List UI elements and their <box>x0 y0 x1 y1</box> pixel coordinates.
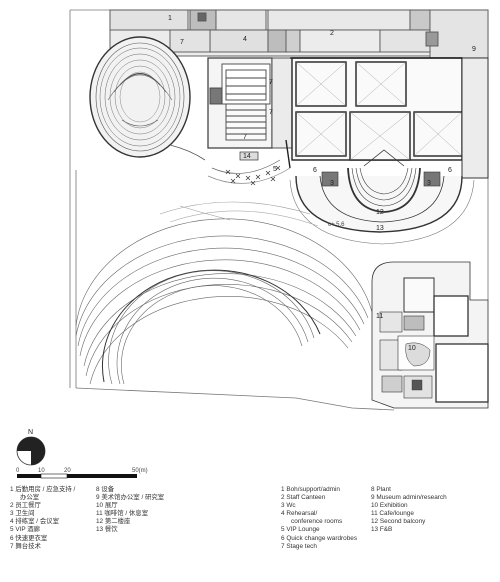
legend-cn-col1-item: 3 卫生间 <box>10 510 35 518</box>
legend-en-col2-item: 8 Plant <box>371 486 391 493</box>
north-arrow: N <box>16 429 46 466</box>
legend-en-col2-item: 13 F&B <box>371 526 393 534</box>
legend-cn-col1-item: 6 快速更衣室 <box>10 534 48 542</box>
scale-tick-50: 50(m) <box>132 468 148 474</box>
legend-en-col2-item: 12 Second balcony <box>371 518 426 526</box>
room-number-4: 4 <box>243 36 247 43</box>
scale-tick-20: 20 <box>64 468 71 474</box>
legend-en-col1-item: 6 Quick change wardrobes <box>281 534 358 542</box>
room-number-3-b: 3 <box>427 180 431 187</box>
legend-cn-col1-item: 4 排练室 / 会议室 <box>10 518 59 526</box>
room-numbers: 1 2 4 7 7 7 7 9 14 5 6 6 3 3 12 13 11 10… <box>168 15 476 352</box>
curved-ramp <box>75 201 373 385</box>
scale-tick-10: 10 <box>38 468 45 474</box>
legend-en-col1-item: 1 Boh/support/admin <box>281 486 340 493</box>
main-auditorium <box>89 36 206 161</box>
room-number-7-d: 7 <box>243 134 247 141</box>
legend-cn-col2-item: 11 咖啡馆 / 休息室 <box>96 510 149 518</box>
legend-en-col1-item: 2 Staff Canteen <box>281 494 326 502</box>
plant-roof-blocks <box>291 57 489 179</box>
room-number-10: 10 <box>408 345 416 352</box>
legend-en-col2-item: 11 Cafe/lounge <box>371 510 414 518</box>
room-number-7-c: 7 <box>269 109 273 116</box>
room-number-3-a: 3 <box>330 180 334 187</box>
legend-cn-col2-item: 12 第二楼座 <box>96 518 131 526</box>
scale-tick-0: 0 <box>16 468 20 474</box>
legend-cn-col2-item: 9 美术馆办公室 / 研究室 <box>96 494 165 502</box>
legend-cn-col2-item: 8 设备 <box>96 486 115 493</box>
legend-cn-col2-item: 13 餐饮 <box>96 526 118 534</box>
room-number-1: 1 <box>168 15 172 22</box>
legend-en-col2-item: 9 Museum admin/research <box>371 494 447 502</box>
legend-en-col1-item: 5 VIP Lounge <box>281 526 320 534</box>
room-number-7-b: 7 <box>269 79 273 86</box>
room-number-14: 14 <box>243 153 251 160</box>
room-number-13: 13 <box>376 225 384 232</box>
north-label: N <box>28 429 33 436</box>
legend-cn-col1-item: 办公室 <box>20 494 40 502</box>
legend-cn-col1-item: 1 后勤用房 / 应急支持 / <box>10 486 76 493</box>
east-block <box>371 261 489 409</box>
room-number-7-a: 7 <box>180 39 184 46</box>
legend-cn-col2-item: 10 展厅 <box>96 502 118 510</box>
top-building-strip <box>109 9 489 59</box>
room-number-9: 9 <box>472 46 476 53</box>
second-balcony <box>289 149 475 245</box>
legend-cn-col1-item: 7 舞台技术 <box>10 542 41 550</box>
legend-en-col1-item: conference rooms <box>291 518 343 526</box>
stage-tower <box>207 57 293 149</box>
legend-en-col1-item: 3 Wc <box>281 502 296 510</box>
exterior-wall-lines <box>285 57 462 169</box>
room-number-12: 12 <box>376 209 384 216</box>
legend-cn-col1-item: 2 员工餐厅 <box>10 502 41 510</box>
room-number-5: 5 <box>273 166 277 173</box>
legend-en-col2-item: 10 Exhibition <box>371 502 408 510</box>
cafe-seating <box>207 151 291 186</box>
room-number-11: 11 <box>376 313 383 320</box>
scale-bar: 0 10 20 50(m) <box>16 468 148 479</box>
legend-en-col1-item: 7 Stage tech <box>281 542 317 550</box>
room-number-6-b: 6 <box>448 167 452 174</box>
room-number-6-a: 6 <box>313 167 317 174</box>
level-dimension: c+ 5.6 <box>328 222 345 228</box>
room-number-2: 2 <box>330 30 334 37</box>
legend-en-col1-item: 4 Rehearsal/ <box>281 510 318 518</box>
legend-cn-col1-item: 5 VIP 酒廊 <box>10 526 41 534</box>
